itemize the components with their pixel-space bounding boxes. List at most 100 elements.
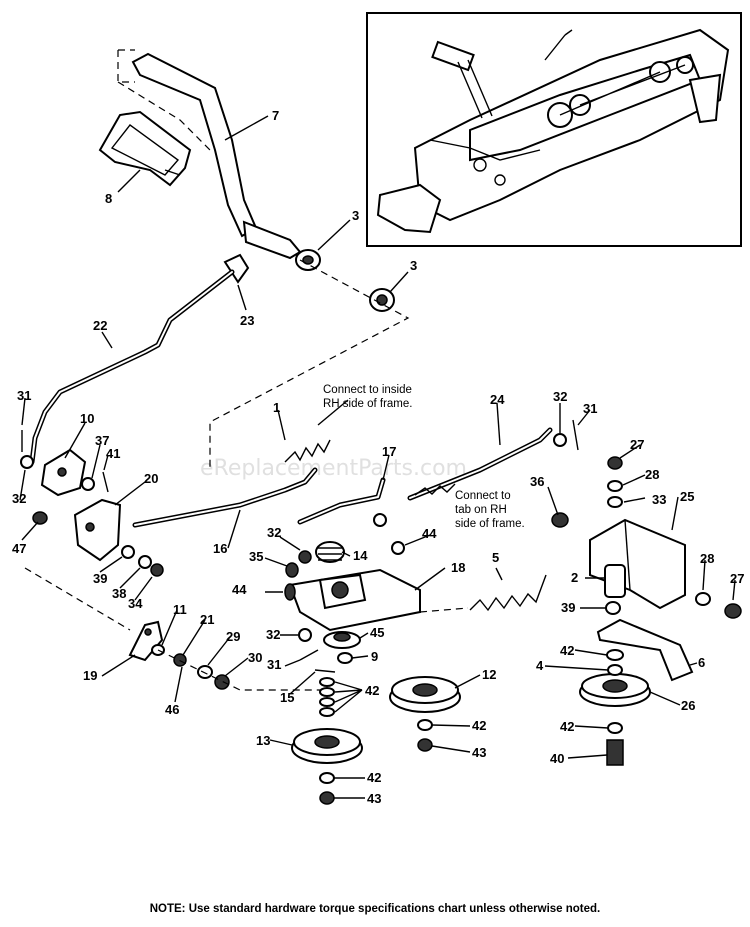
part-3-bushing-upper — [295, 249, 321, 271]
part-13-pulley — [291, 728, 363, 764]
part-42-washer-e — [606, 649, 624, 661]
callout-42-stack: 42 — [365, 683, 379, 698]
part-31-pin-b — [572, 419, 579, 451]
part-39-washer-b — [605, 601, 621, 615]
part-45-pulley — [323, 631, 361, 649]
callout-26: 26 — [681, 698, 695, 713]
callout-13: 13 — [256, 733, 270, 748]
callout-22: 22 — [93, 318, 107, 333]
part-7-pedal-arm — [117, 49, 302, 260]
callout-7: 7 — [272, 108, 279, 123]
part-34-nut — [150, 563, 164, 577]
callout-11: 11 — [173, 602, 187, 617]
part-42-washer-c — [319, 772, 335, 784]
callout-43-pulley12: 43 — [472, 745, 486, 760]
part-6-bracket — [596, 618, 694, 682]
callout-18: 18 — [451, 560, 465, 575]
callout-31-lower: 31 — [267, 657, 281, 672]
callout-3-lower: 3 — [410, 258, 417, 273]
callout-47: 47 — [12, 541, 26, 556]
callout-46: 46 — [165, 702, 179, 717]
part-17-link — [297, 477, 387, 527]
part-41-pin — [102, 471, 109, 493]
callout-44-upper: 44 — [422, 526, 437, 541]
part-29-washer — [197, 665, 213, 679]
part-43-nut-a — [417, 738, 433, 752]
part-21-washer — [173, 653, 187, 667]
callout-24: 24 — [490, 392, 505, 407]
callout-39-left: 39 — [93, 571, 107, 586]
callout-6: 6 — [698, 655, 705, 670]
part-42-washer-b — [417, 719, 433, 731]
callout-30: 30 — [248, 650, 262, 665]
part-28-washer-b — [695, 592, 711, 606]
part-23-knob — [223, 253, 250, 284]
callout-12: 12 — [482, 667, 496, 682]
callout-35: 35 — [249, 549, 263, 564]
callout-8: 8 — [105, 191, 112, 206]
part-44-bolt-a — [391, 541, 405, 555]
note-tab-line3: side of frame. — [455, 518, 525, 530]
callout-44-lower: 44 — [232, 582, 247, 597]
callout-17: 17 — [382, 444, 396, 459]
part-40-bolt — [606, 739, 624, 766]
callout-34: 34 — [128, 596, 143, 611]
note-inside-line1: Connect to inside — [323, 384, 412, 396]
part-30-nut — [214, 674, 230, 690]
callout-2: 2 — [571, 570, 578, 585]
part-2-spacer — [604, 564, 626, 598]
callout-4: 4 — [536, 658, 544, 673]
part-27-nut-b — [724, 603, 742, 619]
part-32-washer-d — [298, 628, 312, 642]
part-26-pulley — [579, 673, 651, 707]
part-36-bolt — [551, 512, 569, 528]
callout-42-pulley12: 42 — [472, 718, 486, 733]
callout-5: 5 — [492, 550, 499, 565]
callout-27-top: 27 — [630, 437, 644, 452]
part-15-key — [314, 669, 336, 673]
part-4-washer — [607, 664, 623, 676]
callout-32-right: 32 — [553, 389, 567, 404]
part-8-pedal-pad — [98, 110, 192, 187]
callout-31-left: 31 — [17, 388, 31, 403]
part-31-pin-c — [299, 649, 319, 661]
callout-21: 21 — [200, 612, 214, 627]
callout-27-right: 27 — [730, 571, 744, 586]
part-24-rod — [407, 427, 553, 501]
callout-33: 33 — [652, 492, 666, 507]
footer-note: NOTE: Use standard hardware torque speci… — [150, 903, 601, 915]
part-37-washer — [81, 477, 95, 491]
callout-32-lower: 32 — [266, 627, 280, 642]
note-tab-line1: Connect to — [455, 490, 511, 502]
part-32-washer-c — [298, 550, 312, 564]
part-22-rod — [29, 269, 235, 465]
part-44-bolt-b — [284, 583, 296, 601]
callout-16: 16 — [213, 541, 227, 556]
alignment-line-5 — [419, 607, 469, 613]
callout-37: 37 — [95, 433, 109, 448]
callout-39-right: 39 — [561, 600, 575, 615]
callout-32-left: 32 — [12, 491, 26, 506]
part-12-pulley — [389, 676, 461, 713]
part-27-nut-a — [607, 456, 623, 470]
part-16-rod — [132, 467, 318, 528]
part-10-plate — [40, 448, 87, 497]
callout-36: 36 — [530, 474, 544, 489]
part-42-washer-f — [607, 722, 623, 734]
callout-9: 9 — [371, 649, 378, 664]
part-28-washer-a — [607, 480, 623, 492]
part-33-washer — [607, 496, 623, 508]
alignment-line-19 — [24, 567, 330, 691]
part-25-bracket — [589, 518, 686, 610]
note-inside-line2: RH side of frame. — [323, 398, 412, 410]
part-32-washer-b — [553, 433, 567, 447]
part-39-washer-a — [121, 545, 135, 559]
part-47-bolt — [32, 511, 48, 525]
callout-38: 38 — [112, 586, 126, 601]
callout-28-right: 28 — [700, 551, 714, 566]
callout-29: 29 — [226, 629, 240, 644]
watermark: eReplacementParts.com — [200, 456, 467, 481]
leader-lines — [19, 115, 736, 799]
callout-42-pulley13: 42 — [367, 770, 381, 785]
